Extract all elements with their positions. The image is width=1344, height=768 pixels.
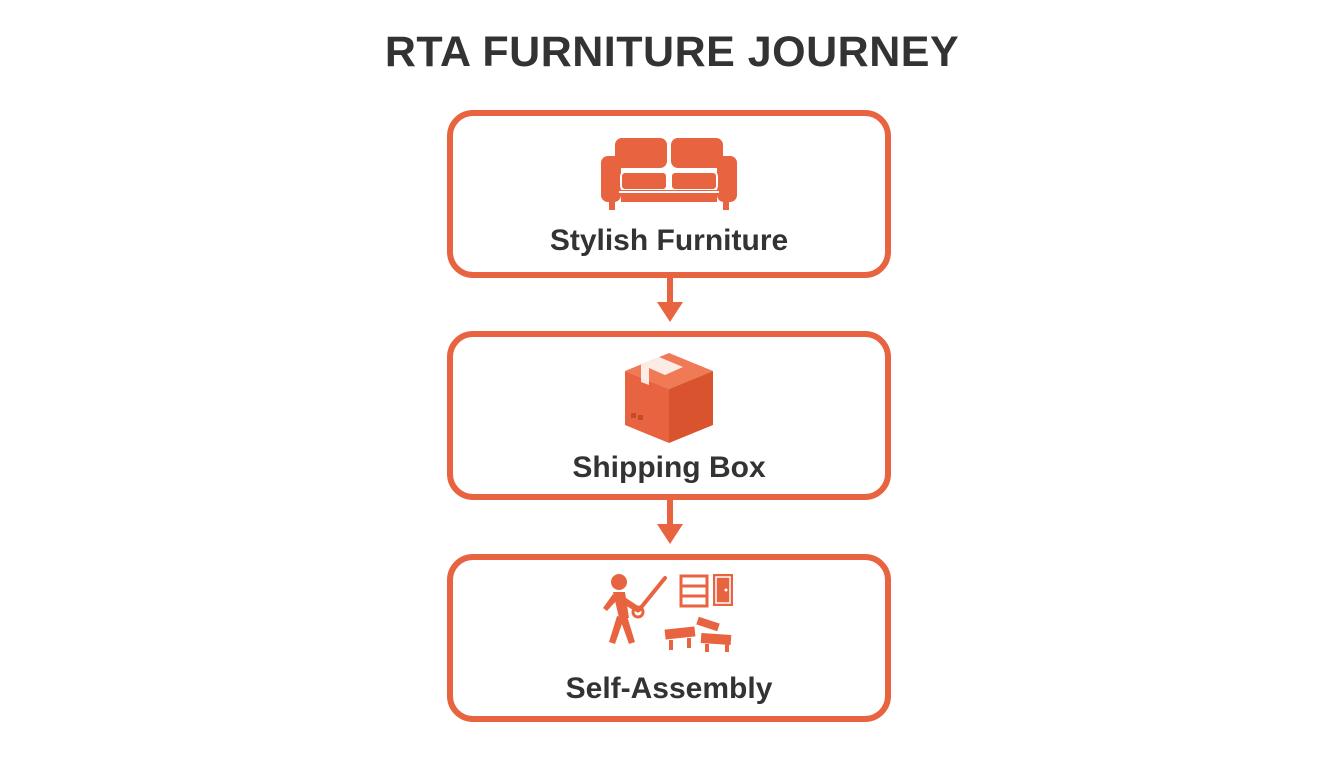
step-stylish-furniture: Stylish Furniture [447,110,891,278]
step-self-assembly: Self-Assembly [447,554,891,722]
step-label: Stylish Furniture [549,224,789,257]
arrow-down-icon [657,500,683,544]
step-label: Self-Assembly [565,672,773,705]
step-shipping-box: Shipping Box [447,331,891,500]
step-label: Shipping Box [572,451,766,484]
box-icon [625,353,713,443]
arrow-down-icon [657,278,683,322]
assembly-icon [603,574,733,652]
sofa-icon [601,138,737,210]
diagram-title: RTA FURNITURE JOURNEY [384,28,960,76]
